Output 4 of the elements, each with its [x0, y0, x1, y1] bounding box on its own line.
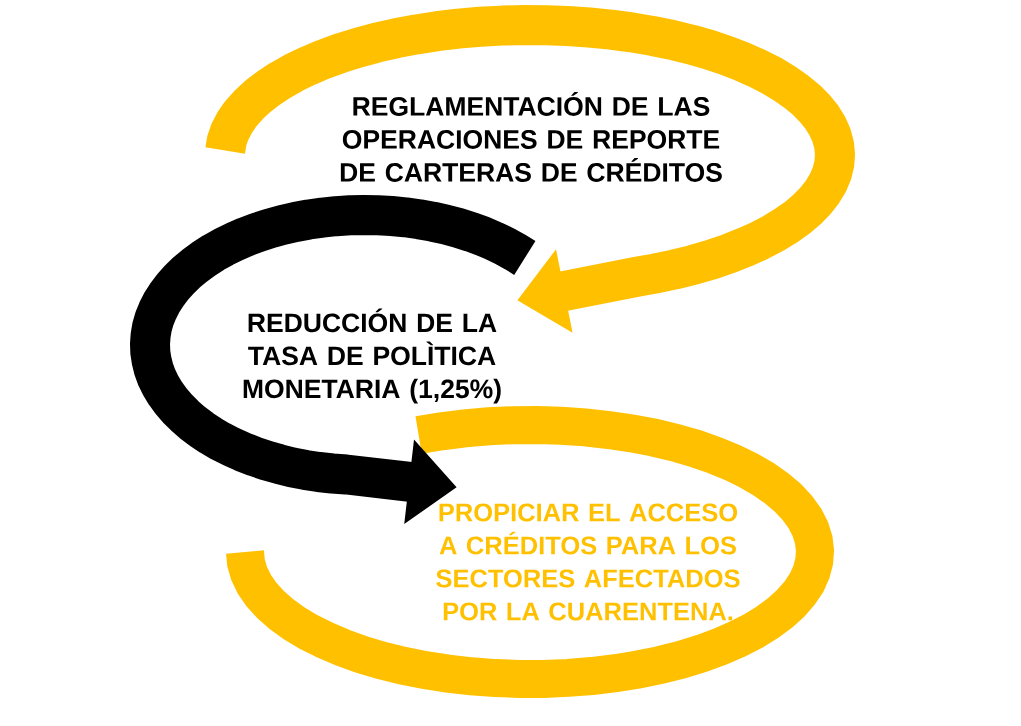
curved-arrow — [205, 5, 855, 333]
step-text: REGLAMENTACIÓN DE LAS OPERACIONES DE REPORTE DE CARTERAS DE CRÉDITOS — [340, 92, 722, 182]
step-text: PROPICIAR EL ACCESO A CRÉDITOS PARA LOS SECTORES AFECTADOS POR LA CUARENTENA. — [436, 503, 740, 621]
step-text: REDUCCIÓN DE LA TASA DE POLÌTICA MONETARIA (1,25%) — [243, 308, 501, 404]
